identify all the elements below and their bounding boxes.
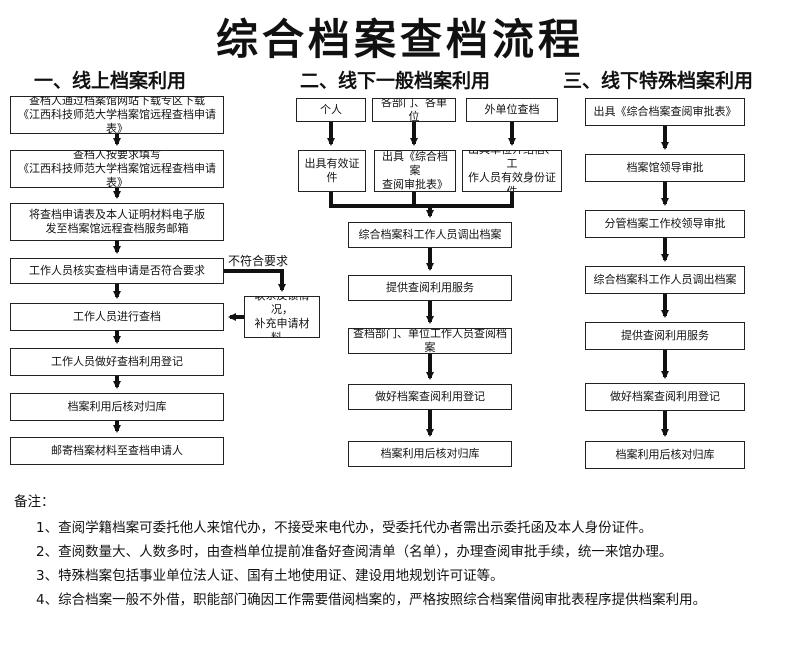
online-step-search: 工作人员进行查档 [10, 303, 224, 331]
general-doc-id: 出具有效证件 [298, 150, 366, 192]
general-source-external: 外单位查档 [466, 98, 558, 122]
general-source-individual: 个人 [296, 98, 366, 122]
online-step-email: 将查档申请表及本人证明材料电子版发至档案馆远程查档服务邮箱 [10, 203, 224, 241]
general-merge-line [329, 192, 514, 208]
note-item-4: 4、综合档案一般不外借，职能部门确因工作需要借阅档案的，严格按照综合档案借阅审批… [36, 592, 707, 608]
general-source-departments: 各部门、各单位 [372, 98, 456, 122]
special-step-archive-leader: 档案馆领导审批 [585, 154, 745, 182]
general-doc-approval: 出具《综合档案查阅审批表》 [374, 150, 456, 192]
special-step-school-leader: 分管档案工作校领导审批 [585, 210, 745, 238]
online-feedback-box: 联系反馈情况，补充申请材料。 [244, 296, 320, 338]
label-not-meet: 不符合要求 [228, 254, 289, 268]
online-step-mail: 邮寄档案材料至查档申请人 [10, 437, 224, 465]
special-step-retrieve: 综合档案科工作人员调出档案 [585, 266, 745, 294]
general-step-consult: 查档部门、单位工作人员查阅档案 [348, 328, 512, 354]
general-step-register: 做好档案查阅利用登记 [348, 384, 512, 410]
section-offline-special-title: 三、线下特殊档案利用 [563, 70, 754, 92]
note-item-1: 1、查阅学籍档案可委托他人来馆代办，不接受来电代办，受委托代办者需出示委托函及本… [36, 520, 653, 536]
special-step-return: 档案利用后核对归库 [585, 441, 745, 469]
note-item-3: 3、特殊档案包括事业单位法人证、国有土地使用证、建设用地规划许可证等。 [36, 568, 504, 584]
online-step-register: 工作人员做好查档利用登记 [10, 348, 224, 376]
general-step-service: 提供查阅利用服务 [348, 275, 512, 301]
page-title: 综合档案查档流程 [215, 15, 584, 64]
online-step-download: 查档人通过档案馆网站下载专区下载《江西科技师范大学档案馆远程查档申请表》 [10, 96, 224, 134]
section-online-title: 一、线上档案利用 [34, 70, 187, 92]
notes-heading: 备注： [14, 494, 55, 510]
notes-section: 备注： 1、查阅学籍档案可委托他人来馆代办，不接受来电代办，受委托代办者需出示委… [14, 490, 786, 612]
online-loop-out [224, 269, 286, 292]
online-step-verify: 工作人员核实查档申请是否符合要求 [10, 258, 224, 284]
special-step-approval-form: 出具《综合档案查阅审批表》 [585, 98, 745, 126]
special-step-register: 做好档案查阅利用登记 [585, 383, 745, 411]
note-item-2: 2、查阅数量大、人数多时，由查档单位提前准备好查阅清单（名单），办理查阅审批手续… [36, 544, 673, 560]
online-step-return: 档案利用后核对归库 [10, 393, 224, 421]
special-step-service: 提供查阅利用服务 [585, 322, 745, 350]
section-offline-general-title: 二、线下一般档案利用 [300, 70, 491, 92]
general-step-return: 档案利用后核对归库 [348, 441, 512, 467]
general-step-retrieve: 综合档案科工作人员调出档案 [348, 222, 512, 248]
online-step-fill-form: 查档人按要求填写《江西科技师范大学档案馆远程查档申请表》 [10, 150, 224, 188]
